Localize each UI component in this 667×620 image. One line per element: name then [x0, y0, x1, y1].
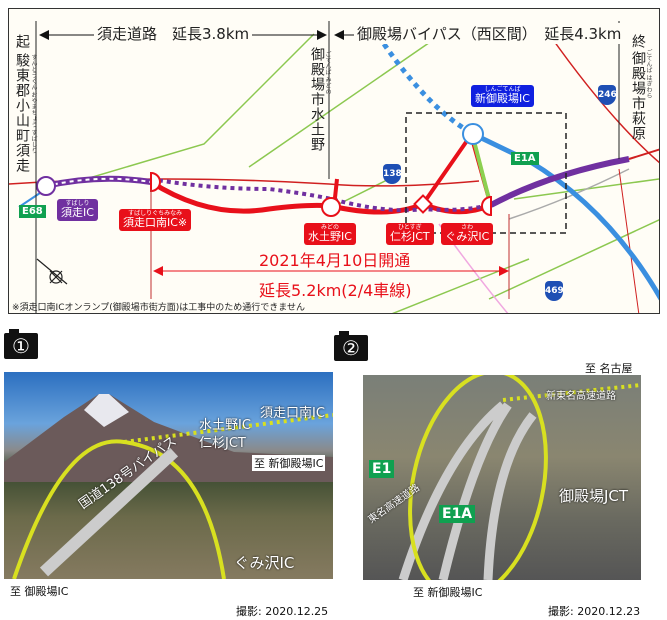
expressway-e1a: [471, 131, 659, 301]
map-note: ※須走口南ICオンランプ(御殿場市街方面)は工事中のため通行できません: [12, 303, 305, 313]
susubashiri-ic-node: [36, 176, 56, 196]
opened-length: 延長5.2km(2/4車線): [259, 281, 412, 300]
planned-road: [489, 156, 630, 208]
photo-1: 須走口南IC 水土野IC 仁杉JCT 至 新御殿場IC 国道138号バイパス ぐ…: [4, 372, 333, 579]
photo1-label: 須走口南IC: [260, 406, 325, 421]
label-midono-ic: みどの水土野IC: [304, 223, 356, 245]
photo-area-box: [405, 112, 567, 234]
sign-e1a: E1A: [511, 152, 539, 165]
photo1-bottom: 至 御殿場IC: [10, 585, 69, 598]
photo2-bottom: 至 新御殿場IC: [413, 586, 483, 599]
section-bypass: 御殿場バイパス（西区間） 延長4.3km: [354, 23, 625, 44]
section-susubashiri: 須走道路 延長3.8km: [94, 23, 253, 44]
local-road: [68, 33, 315, 185]
route-shield-469: 469: [545, 281, 564, 301]
end-mark: 終: [630, 34, 646, 49]
start-mark: 起: [14, 34, 30, 49]
photo1-label: 至 新御殿場IC: [252, 455, 326, 471]
local-road: [248, 28, 450, 168]
route-map: 須走道路 延長3.8km 御殿場バイパス（西区間） 延長4.3km 起 駿東郡小…: [8, 8, 660, 314]
map-lines: [9, 21, 659, 313]
photo2-label: 御殿場JCT: [559, 487, 629, 505]
sign-e68: E68: [19, 205, 46, 218]
north-compass-icon: [36, 258, 68, 285]
sign-e1: E1: [369, 460, 395, 478]
label-susubashiri-ic: すばしり須走IC: [57, 199, 98, 221]
route-shield-246: 246: [598, 85, 617, 105]
photo1-date: 撮影: 2020.12.25: [236, 605, 329, 618]
sign-e1a-photo: E1A: [439, 505, 476, 523]
photo1-label: 水土野IC: [199, 418, 251, 433]
photo2-label: 新東名高速道路: [546, 391, 616, 402]
label-gumisawa-ic: さわぐみ沢IC: [441, 223, 494, 245]
end-place: 御殿場市萩原: [630, 51, 646, 141]
route-shield-138: 138: [383, 164, 402, 184]
start-place: 駿東郡小山町須走: [14, 53, 30, 173]
label-hitosugi-jct: ひとすぎ仁杉JCT: [386, 223, 434, 245]
photo2-date: 撮影: 2020.12.23: [548, 605, 641, 618]
camera-icon-1: ①: [4, 329, 38, 359]
photo-2: 新東名高速道路 E1 東名高速道路 E1A 御殿場JCT: [363, 375, 641, 580]
photo1-label: 仁杉JCT: [199, 436, 246, 451]
label-shin-gotemba-ic: しんごてんば新御殿場IC: [471, 85, 534, 107]
mid-ruby: ごてんば みどの: [324, 51, 331, 95]
camera-icon-2: ②: [334, 331, 368, 361]
photo2-top: 至 名古屋: [585, 362, 633, 375]
end-ruby: ごてんば はぎわら: [645, 49, 652, 99]
start-ruby: すんとうぐん おやまちょう すばしり: [30, 54, 37, 154]
mid-place: 御殿場市水土野: [309, 47, 325, 152]
opening-date: 2021年4月10日開通: [259, 251, 411, 270]
photo1-label: ぐみ沢IC: [234, 554, 295, 572]
label-susubashiriguchi-minami-ic: すばしりぐちみなみ須走口南IC※: [119, 209, 192, 231]
expressway-planned: [381, 42, 475, 137]
